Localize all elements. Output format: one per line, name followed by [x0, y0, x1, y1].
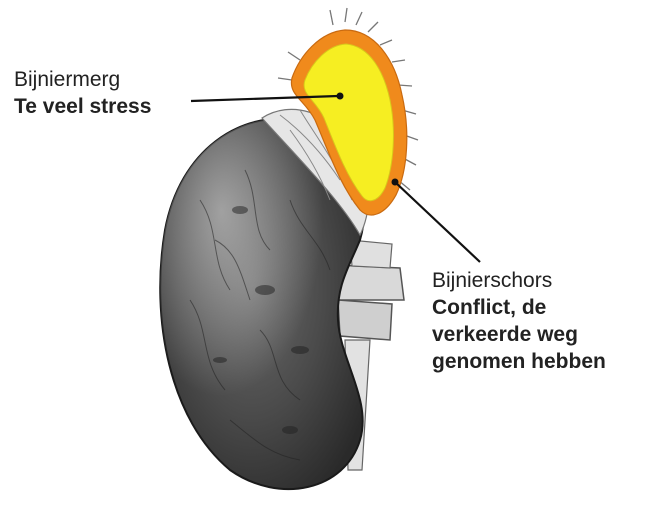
medulla-label: Bijniermerg Te veel stress: [14, 67, 151, 120]
cortex-description-line-3: genomen hebben: [432, 348, 606, 375]
medulla-name: Bijniermerg: [14, 67, 151, 93]
cortex-leader-line: [395, 182, 480, 262]
cortex-name: Bijnierschors: [432, 268, 606, 294]
cortex-description-line-1: Conflict, de: [432, 294, 606, 321]
medulla-description: Te veel stress: [14, 93, 151, 120]
cortex-label: Bijnierschors Conflict, de verkeerde weg…: [432, 268, 606, 375]
medulla-pointer-dot: [337, 93, 344, 100]
cortex-pointer-dot: [392, 179, 399, 186]
cortex-description-line-2: verkeerde weg: [432, 321, 606, 348]
